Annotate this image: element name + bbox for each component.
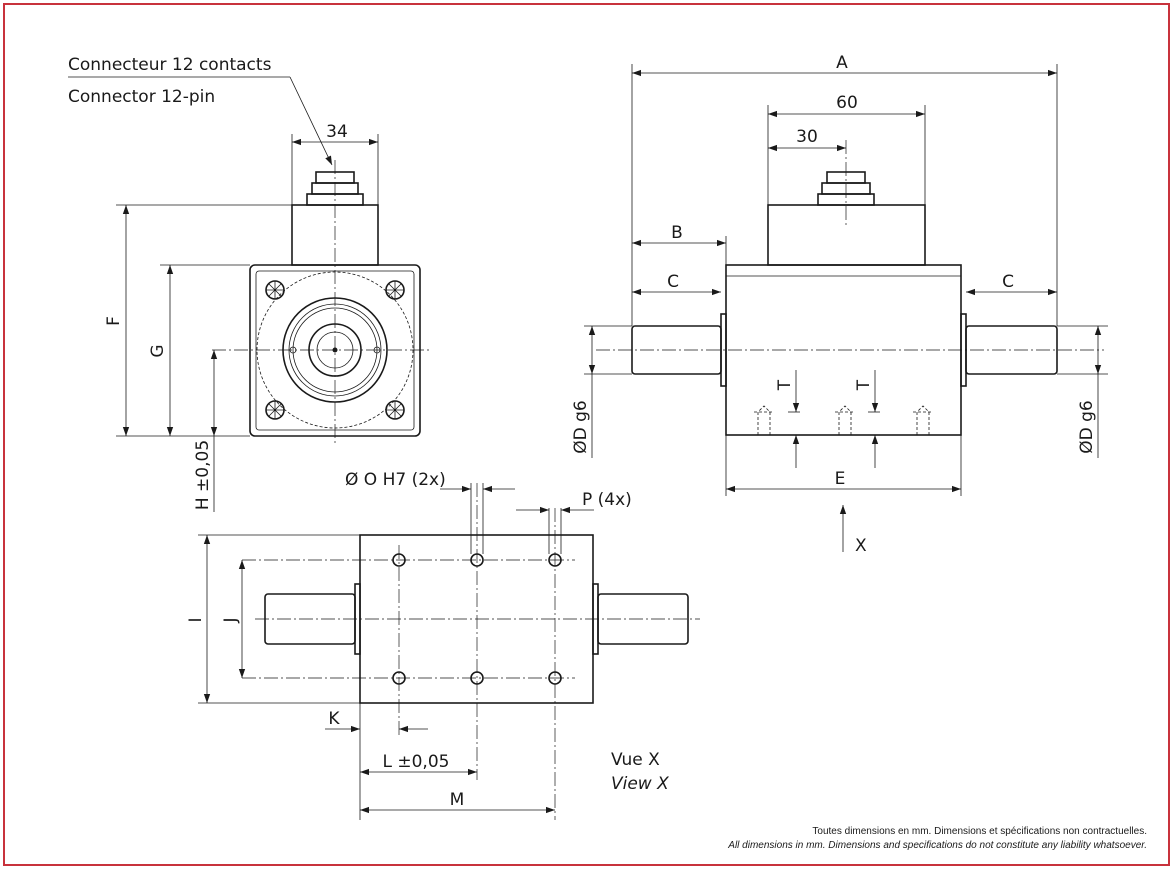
- dim-I: I: [186, 617, 206, 622]
- view-label-en: View X: [611, 774, 669, 794]
- disclaimer-fr: Toutes dimensions en mm. Dimensions et s…: [812, 826, 1147, 837]
- dim-D-right: ØD g6: [1077, 400, 1097, 453]
- tapped-hole-3: [913, 405, 933, 435]
- dim-T-1: T: [775, 379, 795, 391]
- connector-label-en: Connector 12-pin: [68, 87, 215, 107]
- dim-J: J: [221, 617, 241, 623]
- connector-label-fr: Connecteur 12 contacts: [68, 55, 272, 75]
- dim-D-left: ØD g6: [571, 400, 591, 453]
- tapped-hole-1: [754, 405, 774, 435]
- dim-30: 30: [796, 127, 818, 147]
- dim-P: P (4x): [582, 490, 632, 510]
- dim-F: F: [104, 316, 124, 326]
- dim-60: 60: [836, 93, 858, 113]
- tapped-hole-2: [835, 405, 855, 435]
- side-view: [584, 64, 1108, 552]
- dim-E: E: [835, 469, 846, 489]
- dim-B: B: [671, 223, 683, 243]
- dim-34: 34: [326, 122, 348, 142]
- dim-A: A: [836, 53, 848, 73]
- dim-C-right: C: [1002, 272, 1014, 292]
- screw-top-left: [265, 280, 285, 300]
- view-label-fr: Vue X: [611, 750, 660, 770]
- disclaimer-en: All dimensions in mm. Dimensions and spe…: [728, 840, 1147, 851]
- dim-C-left: C: [667, 272, 679, 292]
- front-view: [68, 76, 430, 512]
- bottom-view: [198, 483, 700, 820]
- dim-H: H ±0,05: [193, 440, 213, 510]
- dim-M: M: [450, 790, 465, 810]
- screw-bottom-left: [265, 400, 285, 420]
- dim-T-2: T: [854, 379, 874, 391]
- dim-G: G: [148, 344, 168, 357]
- drawing-border: [3, 3, 1170, 866]
- dim-O: Ø O H7 (2x): [345, 470, 446, 490]
- dim-L: L ±0,05: [383, 752, 450, 772]
- dim-K: K: [328, 709, 340, 729]
- view-arrow-label: X: [855, 536, 867, 556]
- screw-bottom-right: [385, 400, 405, 420]
- screw-top-right: [385, 280, 405, 300]
